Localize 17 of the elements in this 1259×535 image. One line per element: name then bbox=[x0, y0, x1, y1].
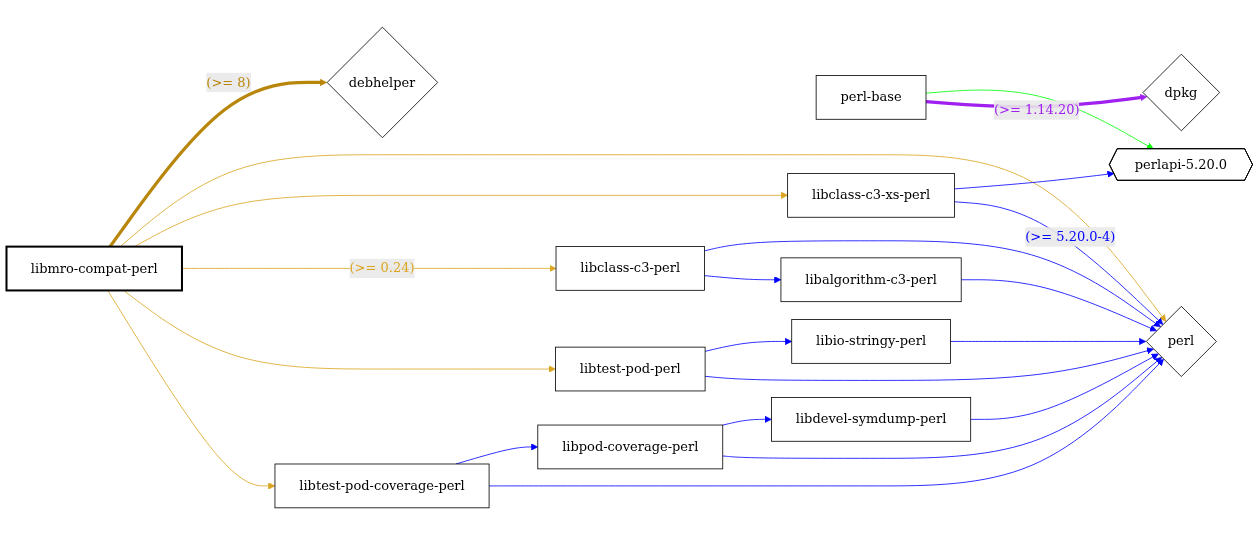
node-box: libtest-pod-perl bbox=[555, 346, 706, 392]
edge-label: (>= 8) bbox=[206, 74, 251, 90]
node-box: libmro-compat-perl bbox=[5, 245, 183, 292]
node-box: perl-base bbox=[815, 75, 927, 120]
edge-label: (>= 0.24) bbox=[349, 260, 415, 276]
node-diamond: perl bbox=[1145, 305, 1217, 377]
node-box: libclass-c3-xs-perl bbox=[787, 173, 955, 218]
node-diamond: dpkg bbox=[1142, 53, 1221, 132]
edge-label: (>= 5.20.0-4) bbox=[1025, 228, 1116, 245]
node-box: libpod-coverage-perl bbox=[537, 424, 724, 470]
node-box: libtest-pod-coverage-perl bbox=[274, 463, 490, 509]
node-box: libclass-c3-perl bbox=[555, 246, 705, 291]
node-box: libio-stringy-perl bbox=[791, 319, 951, 364]
node-diamond: debhelper bbox=[326, 26, 439, 139]
node-box: libdevel-symdump-perl bbox=[771, 397, 972, 442]
node-box: libalgorithm-c3-perl bbox=[780, 257, 962, 303]
edge-label: (>= 1.14.20) bbox=[993, 101, 1080, 118]
